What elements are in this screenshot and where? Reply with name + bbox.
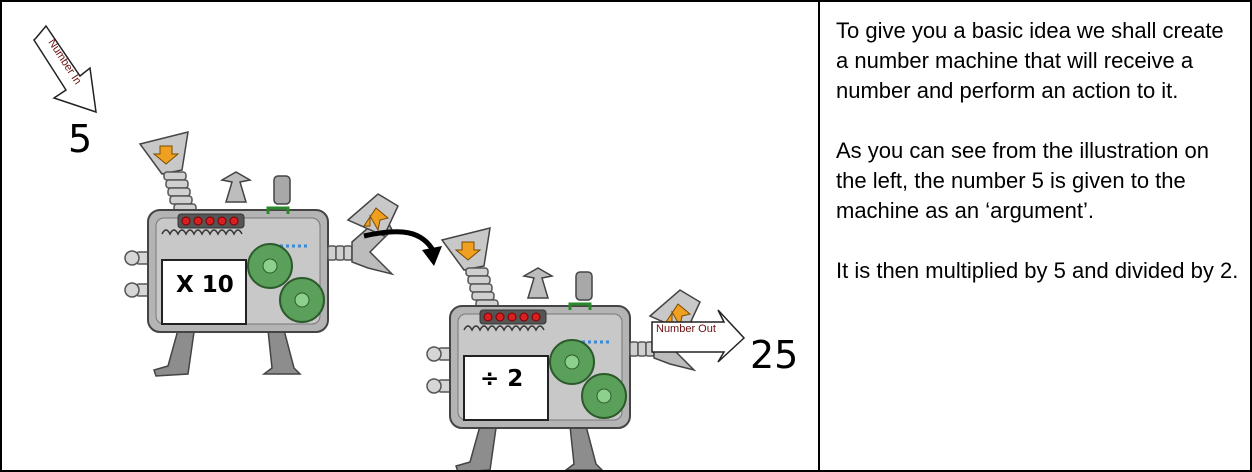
paragraph-argument: As you can see from the illustration on … <box>836 138 1209 223</box>
machine-1-operation: X 10 <box>176 272 234 298</box>
number-in-arrow: Number In <box>33 24 97 114</box>
number-out-arrow: Number Out <box>651 309 746 363</box>
paragraph-intro: To give you a basic idea we shall create… <box>836 18 1224 103</box>
cell-divider <box>818 0 820 472</box>
machine-multiply <box>123 130 400 378</box>
number-out-label: Number Out <box>656 323 716 335</box>
explanation-text: To give you a basic idea we shall create… <box>836 16 1240 316</box>
machine-2-operation: ÷ 2 <box>480 366 523 392</box>
output-number: 25 <box>750 333 798 377</box>
number-machine-illustration: Number In 5 X 10 ÷ 2 Number Out 25 <box>33 24 798 470</box>
paragraph-result: It is then multiplied by 5 and divided b… <box>836 258 1239 283</box>
connector-arrow <box>363 229 442 266</box>
input-number: 5 <box>68 117 92 161</box>
